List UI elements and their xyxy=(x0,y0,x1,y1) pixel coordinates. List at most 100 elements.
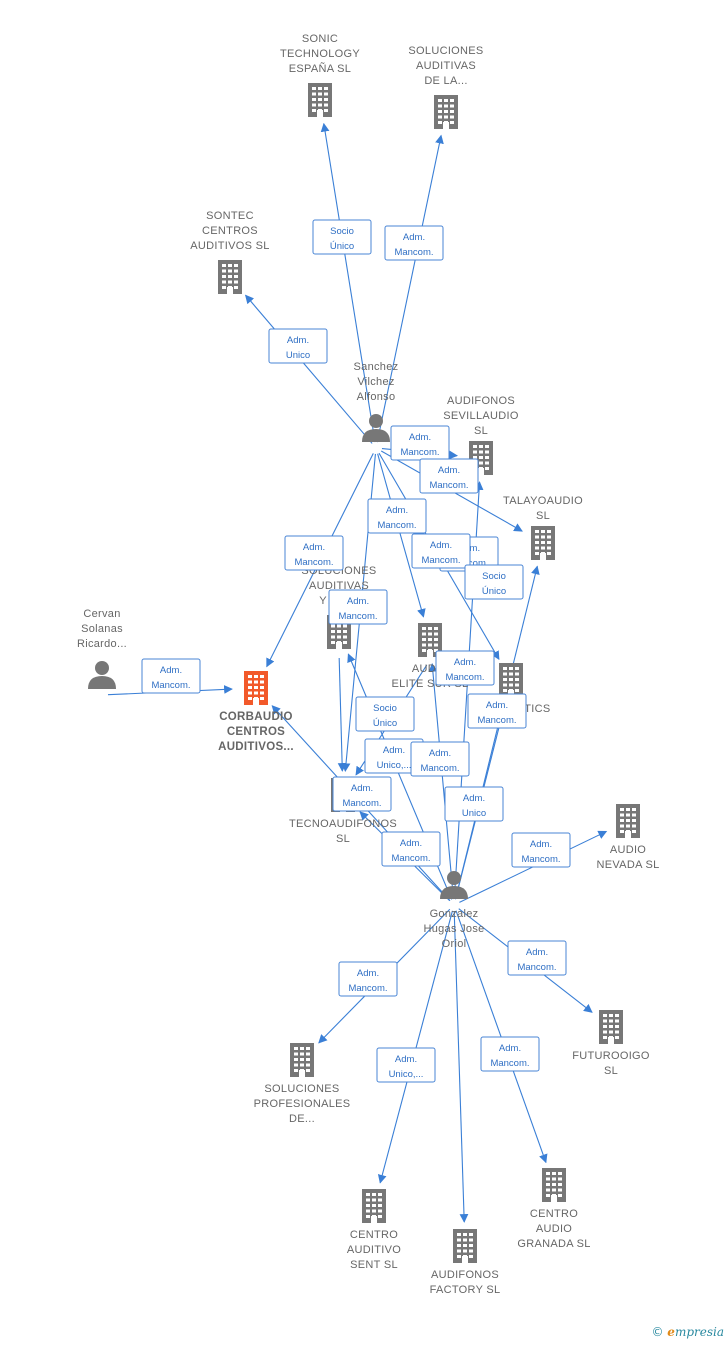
role-text-line: Mancom. xyxy=(521,854,560,865)
building-window xyxy=(473,445,477,448)
building-window xyxy=(503,667,507,670)
building-window xyxy=(366,1204,370,1207)
node-label-line: AUDITIVAS xyxy=(309,580,369,592)
building-window xyxy=(620,813,624,817)
building-window xyxy=(222,269,226,273)
role-label[interactable]: Adm.Unico,... xyxy=(376,1047,436,1083)
role-label[interactable]: Adm.Unico xyxy=(444,786,504,822)
building-window xyxy=(632,808,636,811)
building-window xyxy=(260,686,264,689)
building-window xyxy=(546,1188,550,1192)
role-label[interactable]: Adm.Mancom. xyxy=(367,498,427,534)
building-icon xyxy=(542,1168,566,1202)
node-label-line: Alfonso xyxy=(357,391,396,403)
building-window xyxy=(306,1063,310,1067)
building-window xyxy=(469,1249,473,1253)
building-window xyxy=(378,1193,382,1196)
building-window xyxy=(457,1249,461,1253)
node-label-line: ESPAÑA SL xyxy=(289,62,351,75)
node-label-line: Hugas Jose xyxy=(423,923,484,935)
role-label[interactable]: Adm.Mancom. xyxy=(435,650,495,686)
node-label-line: Solanas xyxy=(81,623,123,635)
building-window xyxy=(632,813,636,817)
node-label-line: SL xyxy=(604,1065,618,1077)
building-window xyxy=(609,1019,613,1023)
role-label[interactable]: Adm.Mancom. xyxy=(381,831,441,867)
node-label-line: SENT SL xyxy=(350,1259,398,1271)
building-window xyxy=(444,99,448,102)
building-window xyxy=(626,819,630,822)
building-window xyxy=(485,467,489,470)
building-window xyxy=(343,641,347,644)
role-label[interactable]: Adm.Mancom. xyxy=(284,535,344,571)
person-node-cervan[interactable]: CervanSolanasRicardo... xyxy=(77,608,127,689)
building-window xyxy=(248,697,252,700)
building-window xyxy=(372,1193,376,1196)
role-label[interactable]: Adm.Mancom. xyxy=(419,458,479,494)
building-window xyxy=(222,275,226,278)
building-window xyxy=(294,1052,298,1056)
role-label[interactable]: Adm.Mancom. xyxy=(480,1036,540,1072)
building-window xyxy=(222,286,226,289)
building-window xyxy=(324,92,328,96)
role-label[interactable]: Adm.Mancom. xyxy=(328,589,388,625)
role-text-line: Mancom. xyxy=(420,763,459,774)
empresia-brand[interactable]: © empresia xyxy=(651,1325,724,1339)
company-node-soluciones_prof[interactable]: SOLUCIONESPROFESIONALESDE... xyxy=(254,1043,351,1125)
building-window xyxy=(450,99,454,102)
building-icon xyxy=(599,1010,623,1044)
role-label[interactable]: Adm.Mancom. xyxy=(390,425,450,461)
role-text-line: Mancom. xyxy=(391,853,430,864)
role-label[interactable]: Adm.Mancom. xyxy=(507,940,567,976)
building-window xyxy=(469,1244,473,1247)
building-window xyxy=(515,667,519,670)
building-window xyxy=(450,121,454,124)
building-door xyxy=(253,698,259,705)
building-window xyxy=(234,269,238,273)
role-label[interactable]: Adm.Mancom. xyxy=(141,658,201,694)
role-label[interactable]: Adm.Unico xyxy=(268,328,328,364)
role-box xyxy=(410,741,470,777)
role-label[interactable]: Adm.Mancom. xyxy=(467,693,527,729)
building-door xyxy=(462,1256,468,1263)
building-window xyxy=(535,535,539,539)
role-label[interactable]: Adm.Mancom. xyxy=(338,961,398,997)
building-window xyxy=(515,689,519,692)
role-text-line: Único xyxy=(330,241,354,252)
role-text-line: Único xyxy=(373,718,397,729)
node-label-line: AUDITIVO xyxy=(347,1244,401,1256)
role-text-line: Adm. xyxy=(357,968,379,979)
building-window xyxy=(318,103,322,107)
role-text-line: Adm. xyxy=(430,540,452,551)
building-window xyxy=(306,1069,310,1072)
building-window xyxy=(444,104,448,108)
role-label[interactable]: Adm.Mancom. xyxy=(332,776,392,812)
role-label[interactable]: Adm.Mancom. xyxy=(384,225,444,261)
person-icon xyxy=(88,661,116,689)
building-window xyxy=(378,1215,382,1218)
building-window xyxy=(535,552,539,555)
role-text-line: Adm. xyxy=(438,465,460,476)
role-label[interactable]: Adm.Mancom. xyxy=(410,741,470,777)
relation-edge xyxy=(245,294,373,444)
role-label[interactable]: Adm.Mancom. xyxy=(511,832,571,868)
role-label[interactable]: Adm.Mancom. xyxy=(411,533,471,569)
company-node-corbaudio[interactable]: CORBAUDIOCENTROSAUDITIVOS... xyxy=(218,671,294,753)
building-window xyxy=(248,691,252,695)
